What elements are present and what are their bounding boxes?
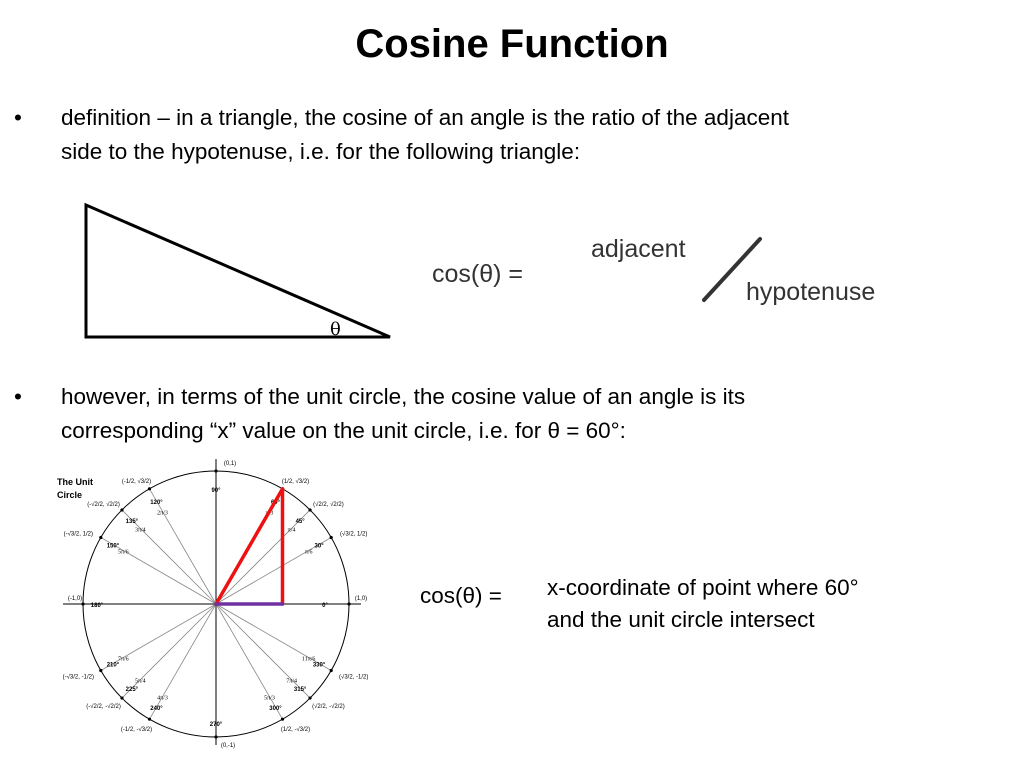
coordinate-label-150: (-√3/2, 1/2)	[64, 531, 93, 538]
slide-title: Cosine Function	[355, 22, 669, 66]
radius-line-120	[149, 488, 217, 605]
coordinate-label-270: (0,-1)	[221, 743, 235, 749]
coordinate-label-135: (-√2/2, √2/2)	[87, 501, 120, 508]
degree-label-90: 90°	[211, 488, 221, 494]
coordinate-label-0: (1,0)	[355, 596, 367, 602]
degree-label-0: 0°	[322, 603, 328, 609]
radian-label-150: 5π/6	[118, 550, 129, 556]
degree-label-240: 240°	[150, 706, 163, 712]
coordinate-label-240: (-1/2, -√3/2)	[121, 726, 152, 733]
coordinate-label-315: (√2/2, -√2/2)	[312, 703, 345, 710]
circle-point-180	[81, 602, 85, 606]
radian-label-330: 11π/6	[302, 657, 315, 663]
circle-point-330	[329, 668, 333, 673]
bullet-marker: •	[14, 105, 22, 130]
degree-label-225: 225°	[126, 687, 139, 693]
degree-label-30: 30°	[315, 544, 325, 550]
coordinate-label-330: (√3/2, -1/2)	[339, 674, 368, 681]
coordinate-label-90: (0,1)	[224, 461, 236, 467]
circle-point-300	[280, 717, 285, 721]
degree-label-150: 150°	[107, 544, 120, 550]
bullet-unit-circle-text: however, in terms of the unit circle, th…	[61, 380, 745, 448]
radian-label-30: π/6	[305, 550, 313, 556]
coordinate-label-45: (√2/2, √2/2)	[313, 501, 344, 508]
circle-point-225	[120, 696, 124, 700]
coordinate-label-120: (-1/2, √3/2)	[122, 478, 151, 485]
degree-label-210: 210°	[107, 663, 120, 669]
result-description: x-coordinate of point where 60° and the …	[547, 572, 859, 636]
unit-circle-title-line1: The Unit	[57, 477, 93, 487]
radian-label-120: 2π/3	[157, 510, 168, 516]
degree-label-300: 300°	[269, 706, 282, 712]
degree-label-45: 45°	[296, 519, 306, 525]
unit-circle-title-line2: Circle	[57, 490, 82, 500]
circle-point-120	[147, 487, 152, 491]
bullet-line: however, in terms of the unit circle, th…	[61, 384, 746, 409]
result-line1: x-coordinate of point where 60°	[547, 575, 859, 600]
circle-point-315	[308, 696, 312, 700]
bullet-marker: •	[14, 384, 22, 409]
coordinate-label-180: (-1,0)	[68, 596, 82, 602]
coordinate-label-210: (-√3/2, -1/2)	[63, 674, 94, 681]
radius-line-135	[121, 509, 217, 605]
degree-label-330: 330°	[313, 663, 326, 669]
radius-line-45	[215, 509, 311, 605]
unit-circle-diagram: The Unit Circle 0° (1,0) 90° (0,1) 180° (-1,0…	[57, 459, 368, 749]
coordinate-label-225: (-√2/2, -√2/2)	[86, 703, 121, 710]
circle-point-135	[120, 508, 124, 512]
bullet-line: definition – in a triangle, the cosine o…	[61, 105, 789, 130]
radius-line-240	[149, 603, 217, 720]
formula-denominator: hypotenuse	[746, 278, 876, 306]
circle-point-45	[308, 508, 312, 512]
circle-point-210	[99, 668, 103, 673]
radius-line-150	[100, 537, 217, 605]
circle-point-30	[329, 535, 333, 540]
highlight-hypotenuse	[214, 487, 285, 606]
degree-label-120: 120°	[150, 500, 163, 506]
coordinate-label-30: (√3/2, 1/2)	[340, 531, 367, 538]
radian-label-45: π/4	[288, 527, 296, 533]
triangle-outline	[84, 202, 391, 339]
radius-line-300	[215, 603, 283, 720]
radian-label-315: 7π/4	[286, 679, 297, 685]
result-line2: and the unit circle intersect	[547, 607, 815, 632]
radian-label-300: 5π/3	[264, 696, 275, 702]
result-lhs: cos(θ) =	[420, 580, 502, 612]
triangle-angle-label: θ	[330, 319, 341, 340]
radian-label-135: 3π/4	[135, 527, 146, 533]
radius-line-315	[215, 603, 311, 699]
coordinate-label-60: (1/2, √3/2)	[282, 478, 309, 485]
radius-line-330	[215, 603, 332, 671]
bullet-line: corresponding “x” value on the unit circ…	[61, 418, 626, 443]
radian-label-240: 4π/3	[157, 696, 168, 702]
radius-line-225	[121, 603, 217, 699]
result-lhs-text: cos(θ) =	[420, 583, 502, 608]
radius-line-30	[215, 537, 332, 605]
circle-point-0	[347, 602, 351, 606]
formula-lhs: cos(θ) =	[432, 260, 524, 288]
fraction-slash	[702, 237, 762, 302]
degree-label-180: 180°	[91, 603, 104, 609]
degree-label-270: 270°	[210, 722, 223, 728]
radian-label-225: 5π/4	[135, 679, 146, 685]
bullet-line: side to the hypotenuse, i.e. for the fol…	[61, 139, 581, 164]
right-triangle: θ	[84, 202, 391, 340]
degree-label-315: 315°	[294, 687, 307, 693]
degree-label-135: 135°	[126, 519, 139, 525]
circle-point-240	[147, 717, 152, 721]
radian-label-210: 7π/6	[118, 657, 129, 663]
coordinate-label-300: (1/2, -√3/2)	[281, 726, 310, 733]
circle-point-150	[99, 535, 103, 540]
formula-numerator: adjacent	[591, 235, 686, 263]
circle-point-270	[214, 735, 218, 739]
bullet-definition-text: definition – in a triangle, the cosine o…	[61, 101, 789, 169]
radius-line-210	[100, 603, 217, 671]
circle-point-90	[214, 469, 218, 473]
